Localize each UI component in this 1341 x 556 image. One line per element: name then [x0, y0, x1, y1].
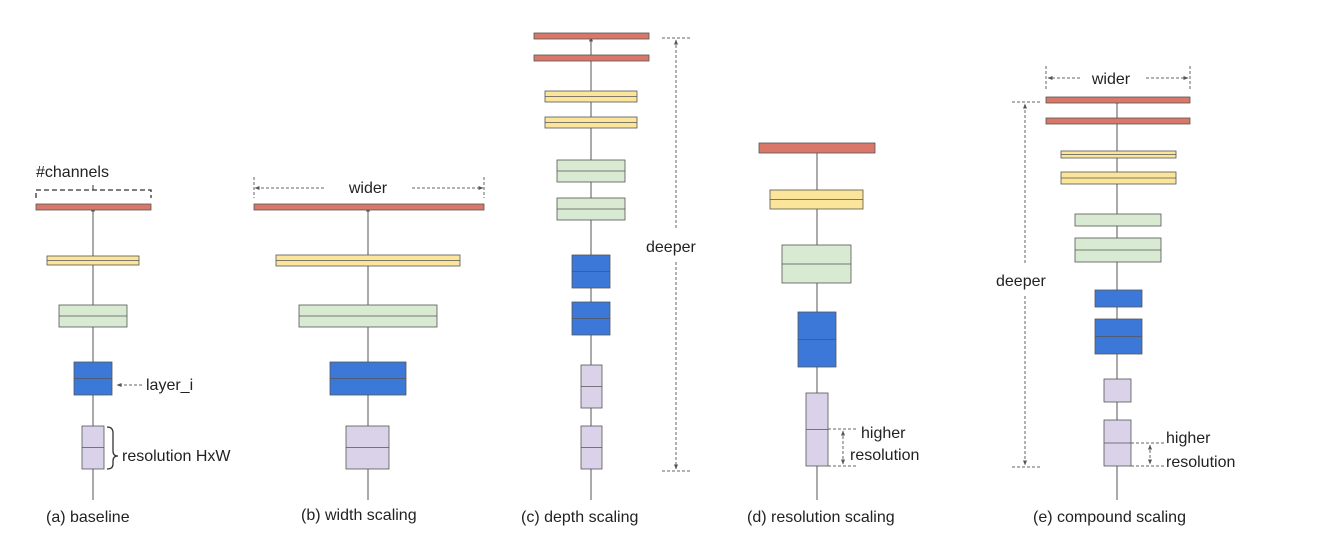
panel-baseline: #channels layer_i resolution HxW (a) bas…	[35, 164, 231, 526]
layer-red-1	[758, 142, 876, 154]
caption-width-scaling: (b) width scaling	[301, 507, 417, 524]
layer-label: layer_i	[146, 377, 193, 394]
caption-baseline: (a) baseline	[46, 509, 130, 526]
resolution-label: resolution HxW	[122, 448, 231, 465]
panel-resolution-scaling: higher resolution (d) resolution scaling	[747, 142, 919, 526]
resolution-label: resolution	[850, 447, 919, 464]
wider-label: wider	[348, 180, 388, 197]
channels-label: #channels	[36, 164, 109, 181]
layer-purple-1	[1103, 378, 1132, 403]
panel-depth-scaling: deeper (c) depth scaling	[521, 32, 696, 526]
higher-label: higher	[861, 425, 906, 442]
panel-compound-scaling: wider deeper higher resolution (e) compo…	[996, 66, 1235, 526]
deeper-label: deeper	[996, 273, 1046, 290]
higher-label: higher	[1166, 430, 1211, 447]
layer-green-1	[1074, 213, 1162, 227]
layer-red-2	[533, 54, 650, 62]
layer-red-1	[35, 203, 152, 211]
resolution-brace	[106, 426, 119, 470]
caption-depth-scaling: (c) depth scaling	[521, 509, 638, 526]
caption-resolution-scaling: (d) resolution scaling	[747, 509, 895, 526]
caption-compound-scaling: (e) compound scaling	[1033, 509, 1186, 526]
resolution-label: resolution	[1166, 454, 1235, 471]
layer-red-1	[1045, 96, 1191, 104]
layer-blue-1	[1094, 289, 1143, 308]
layer-red-1	[533, 32, 650, 40]
deeper-label: deeper	[646, 239, 696, 256]
layer-red-1	[253, 203, 485, 211]
layer-red-2	[1045, 117, 1191, 125]
wider-label: wider	[1091, 71, 1131, 88]
panel-width-scaling: wider (b) width scaling	[253, 177, 485, 524]
channels-bracket	[35, 189, 152, 198]
